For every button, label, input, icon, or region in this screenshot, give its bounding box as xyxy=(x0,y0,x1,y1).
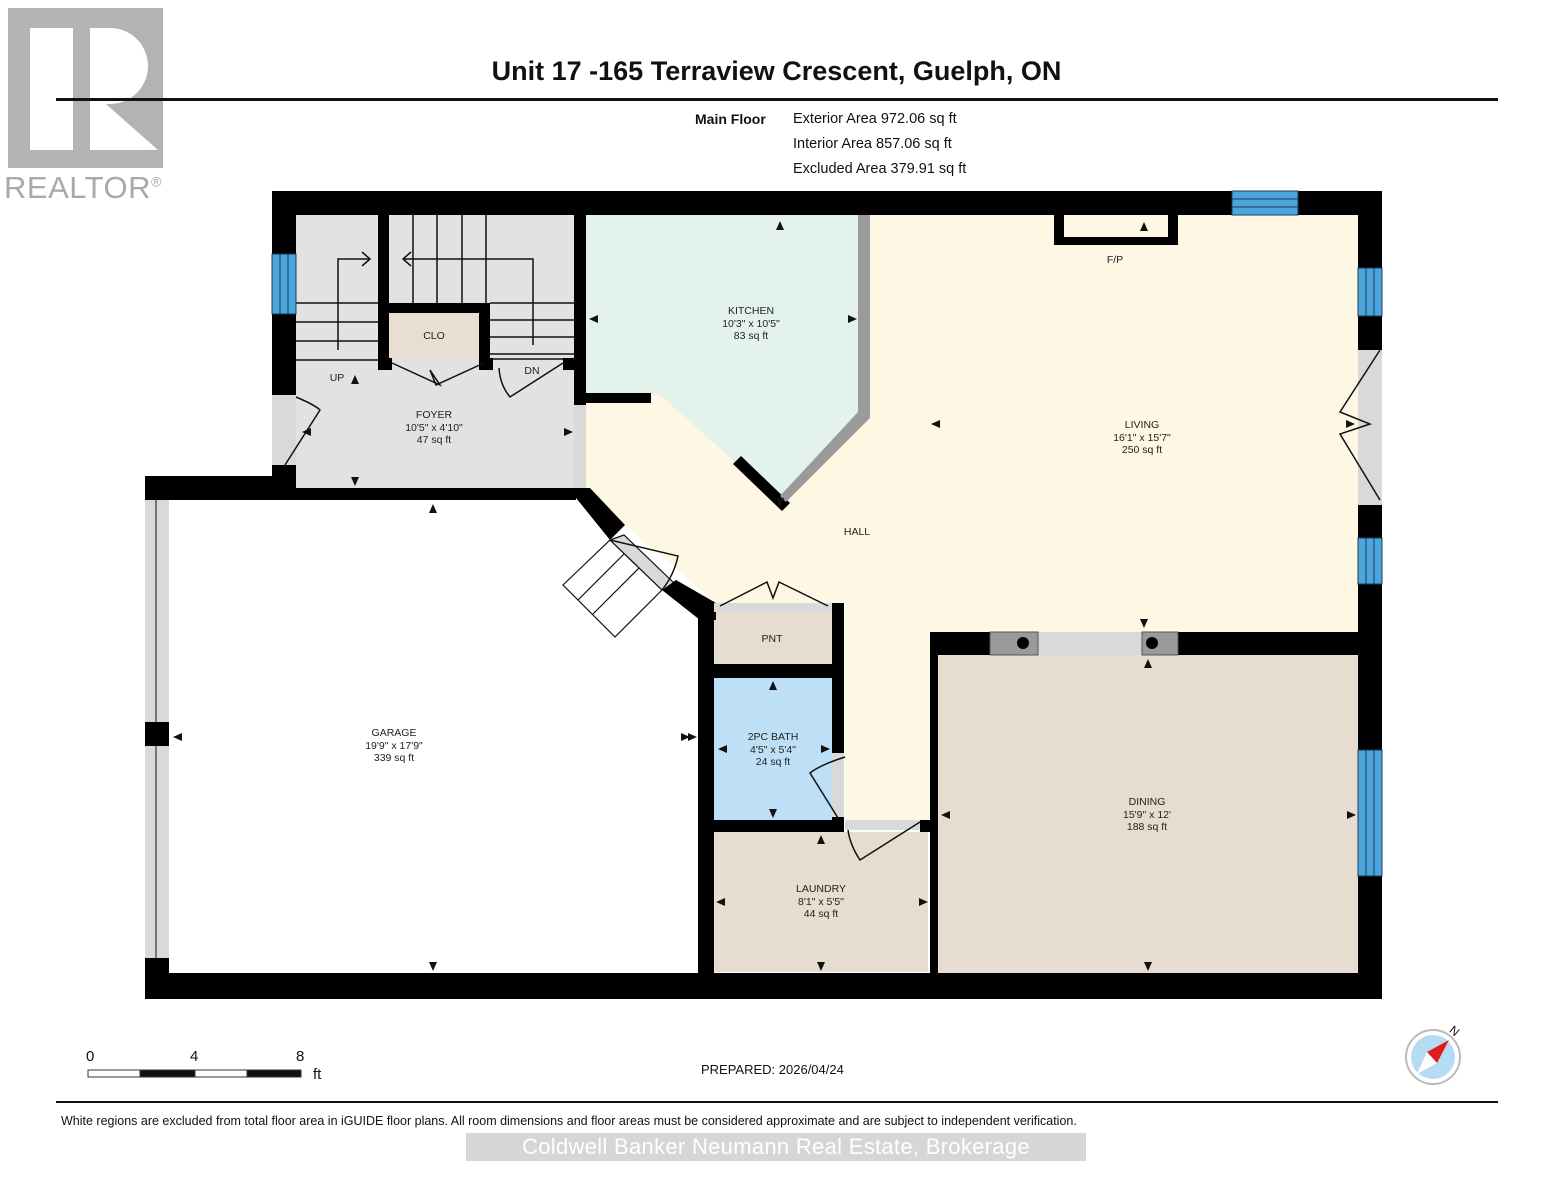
closet-fill xyxy=(389,313,479,358)
pantry-fill xyxy=(714,612,832,664)
footer-divider xyxy=(56,1101,1498,1103)
kitchen-fill xyxy=(585,215,862,500)
stairs-down-label: DN xyxy=(524,365,540,377)
realtor-r-icon xyxy=(30,28,158,150)
door-openings xyxy=(145,350,1382,958)
column-icons xyxy=(989,631,1179,656)
exterior-area: Exterior Area 972.06 sq ft xyxy=(793,111,957,127)
fireplace-icon xyxy=(1064,215,1168,237)
stairs-up-label: UP xyxy=(329,372,345,384)
brokerage-watermark: Coldwell Banker Neumann Real Estate, Bro… xyxy=(466,1133,1086,1161)
realtor-logo xyxy=(8,8,163,168)
compass-icon xyxy=(1405,1029,1461,1085)
measure-arrows xyxy=(173,221,1356,971)
scale-tick-4: 4 xyxy=(190,1048,199,1065)
fireplace-label: F/P xyxy=(1106,254,1124,266)
interior-area: Interior Area 857.06 sq ft xyxy=(793,136,952,152)
prepared-date: PREPARED: 2026/04/24 xyxy=(701,1062,844,1077)
floor-name: Main Floor xyxy=(695,111,766,127)
scale-tick-8: 8 xyxy=(296,1048,305,1065)
dining-fill xyxy=(938,655,1358,973)
header-divider xyxy=(56,98,1498,101)
page-title: Unit 17 -165 Terraview Crescent, Guelph,… xyxy=(491,56,1062,86)
stairs-icon xyxy=(296,215,575,361)
bath-fill xyxy=(714,678,832,820)
realtor-wordmark: REALTOR® xyxy=(4,170,162,205)
scale-tick-0: 0 xyxy=(86,1048,95,1065)
excluded-area: Excluded Area 379.91 sq ft xyxy=(793,161,967,177)
laundry-fill xyxy=(714,832,928,972)
room-hall: HALL xyxy=(843,526,871,538)
window-icons xyxy=(271,190,1383,877)
scale-bar xyxy=(87,1069,302,1078)
disclaimer-text: White regions are excluded from total fl… xyxy=(61,1114,1077,1128)
kitchen-counter-wall xyxy=(780,215,870,502)
room-pantry: PNT xyxy=(761,633,783,645)
room-closet: CLO xyxy=(423,330,445,342)
scale-unit: ft xyxy=(313,1066,322,1083)
door-swing-icons xyxy=(284,349,1381,862)
